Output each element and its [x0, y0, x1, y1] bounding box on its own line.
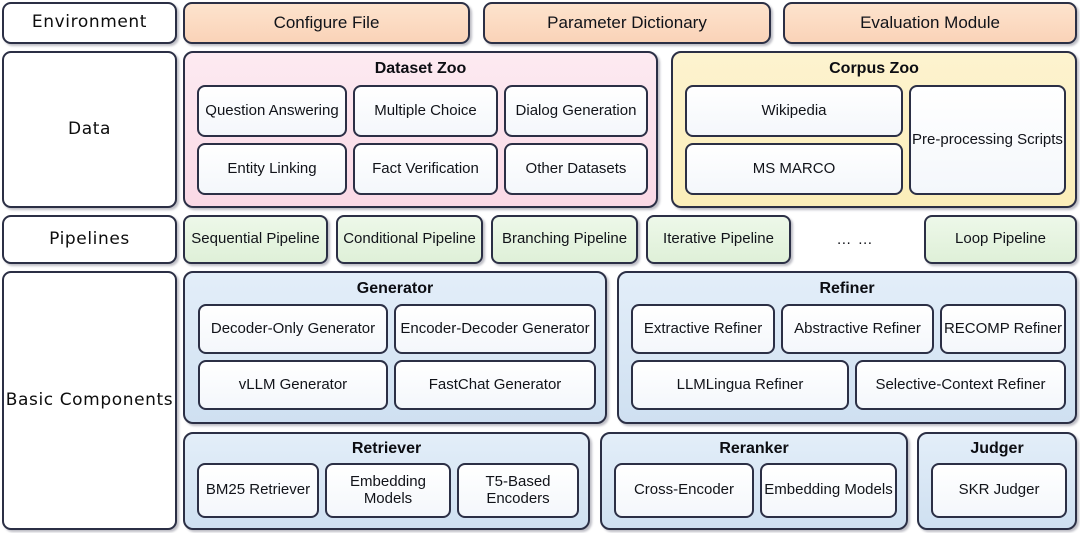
dataset-chip-question-answering[interactable]: Question Answering: [197, 85, 347, 137]
corpus-chip-ms-marco[interactable]: MS MARCO: [685, 143, 903, 195]
corpus-chip-wikipedia[interactable]: Wikipedia: [685, 85, 903, 137]
panel-title-generator: Generator: [356, 280, 434, 297]
pipeline-chip-conditional[interactable]: Conditional Pipeline: [336, 215, 483, 264]
pipeline-chip-branching[interactable]: Branching Pipeline: [491, 215, 638, 264]
env-item-parameter-dictionary[interactable]: Parameter Dictionary: [483, 2, 771, 44]
panel-retriever: Retriever BM25 Retriever Embedding Model…: [183, 432, 590, 530]
env-item-configure-file[interactable]: Configure File: [183, 2, 470, 44]
panel-judger: Judger SKR Judger: [917, 432, 1077, 530]
dataset-chip-dialog-generation[interactable]: Dialog Generation: [504, 85, 648, 137]
reranker-chip-cross-encoder[interactable]: Cross-Encoder: [614, 463, 754, 518]
refiner-chip-extractive[interactable]: Extractive Refiner: [631, 304, 775, 354]
dataset-chip-fact-verification[interactable]: Fact Verification: [353, 143, 498, 195]
panel-dataset-zoo: Dataset Zoo Question Answering Multiple …: [183, 51, 658, 208]
panel-title-reranker: Reranker: [719, 440, 789, 457]
panel-refiner: Refiner Extractive Refiner Abstractive R…: [617, 271, 1077, 424]
judger-chip-skr[interactable]: SKR Judger: [931, 463, 1067, 518]
panel-title-refiner: Refiner: [819, 280, 875, 297]
refiner-chip-llmlingua[interactable]: LLMLingua Refiner: [631, 360, 849, 410]
panel-title-retriever: Retriever: [351, 440, 422, 457]
generator-chip-decoder-only[interactable]: Decoder-Only Generator: [198, 304, 388, 354]
corpus-chip-preprocessing-scripts[interactable]: Pre-processing Scripts: [909, 85, 1066, 195]
reranker-chip-embedding-models[interactable]: Embedding Models: [760, 463, 897, 518]
generator-chip-vllm[interactable]: vLLM Generator: [198, 360, 388, 410]
refiner-chip-abstractive[interactable]: Abstractive Refiner: [781, 304, 934, 354]
generator-chip-fastchat[interactable]: FastChat Generator: [394, 360, 596, 410]
panel-corpus-zoo: Corpus Zoo Wikipedia MS MARCO Pre-proces…: [671, 51, 1077, 208]
pipelines-ellipsis: … …: [836, 231, 874, 248]
panel-title-judger: Judger: [970, 440, 1024, 457]
row-label-data: Data: [2, 51, 177, 208]
retriever-chip-bm25[interactable]: BM25 Retriever: [197, 463, 319, 518]
panel-title-corpus-zoo: Corpus Zoo: [829, 60, 919, 77]
dataset-chip-other-datasets[interactable]: Other Datasets: [504, 143, 648, 195]
row-label-environment: Environment: [2, 2, 177, 44]
pipeline-chip-iterative[interactable]: Iterative Pipeline: [646, 215, 791, 264]
row-label-basic-components: Basic Components: [2, 271, 177, 530]
row-label-pipelines: Pipelines: [2, 215, 177, 264]
pipeline-chip-sequential[interactable]: Sequential Pipeline: [183, 215, 328, 264]
panel-title-dataset-zoo: Dataset Zoo: [374, 60, 467, 77]
panel-reranker: Reranker Cross-Encoder Embedding Models: [600, 432, 908, 530]
generator-chip-encoder-decoder[interactable]: Encoder-Decoder Generator: [394, 304, 596, 354]
refiner-chip-recomp[interactable]: RECOMP Refiner: [940, 304, 1066, 354]
dataset-chip-entity-linking[interactable]: Entity Linking: [197, 143, 347, 195]
panel-generator: Generator Decoder-Only Generator Encoder…: [183, 271, 607, 424]
env-item-evaluation-module[interactable]: Evaluation Module: [783, 2, 1077, 44]
retriever-chip-t5-based-encoders[interactable]: T5-Based Encoders: [457, 463, 579, 518]
refiner-chip-selective-context[interactable]: Selective-Context Refiner: [855, 360, 1066, 410]
dataset-chip-multiple-choice[interactable]: Multiple Choice: [353, 85, 498, 137]
retriever-chip-embedding-models[interactable]: Embedding Models: [325, 463, 451, 518]
pipeline-chip-loop[interactable]: Loop Pipeline: [924, 215, 1077, 264]
